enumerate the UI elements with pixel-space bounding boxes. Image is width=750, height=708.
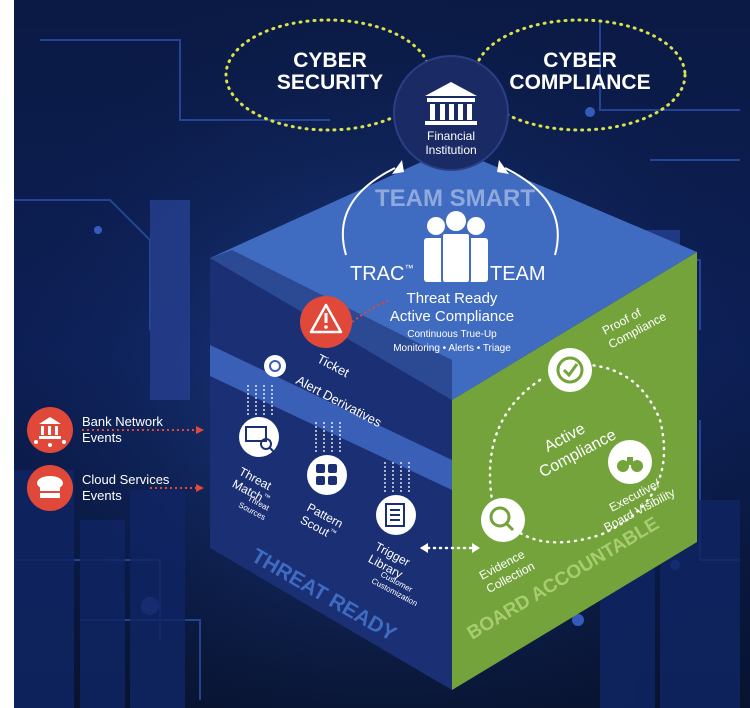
arrow-head-left [392, 160, 404, 174]
threat-match-icon [245, 426, 275, 453]
financial-institution: Financial Institution [393, 55, 509, 171]
institution-line2: Institution [425, 143, 476, 157]
bank-network-input: Bank Network Events [27, 407, 204, 453]
cyber-security-line2: SECURITY [277, 71, 383, 94]
bank-network-line2: Events [82, 430, 122, 445]
alert-derivatives-band [210, 345, 452, 490]
bank-network-arrow [196, 426, 204, 434]
ticket-connector [351, 299, 391, 323]
team-people-icon [424, 211, 488, 284]
arrow-head-right [497, 160, 509, 174]
cloud-services-input: Cloud Services Events [27, 465, 204, 511]
up-arrows [384, 462, 410, 492]
bank-network-icon [34, 417, 66, 447]
pattern-scout-icon [316, 464, 337, 485]
cyber-compliance-line1: CYBER [543, 49, 617, 72]
threat-match-tm: ™ [262, 493, 271, 502]
bank-icon [425, 82, 477, 125]
threat-ready-line2: Active Compliance [390, 308, 514, 325]
team-label: TEAM [490, 263, 546, 285]
connector-arrow-left [420, 543, 428, 553]
trac-tm: ™ [404, 263, 413, 273]
magnifier-icon [489, 506, 515, 532]
team-arrows [341, 167, 559, 256]
cyber-compliance-oval [473, 18, 687, 132]
trac-label: TRAC™ [350, 263, 413, 285]
threat-ready-line4: Monitoring • Alerts • Triage [393, 343, 511, 354]
cloud-services-line1: Cloud Services [82, 472, 170, 487]
connector-arrow-right [472, 543, 480, 553]
cloud-services-arrow [196, 484, 204, 492]
board-accountable-face [452, 252, 697, 690]
cycle-ring [488, 363, 666, 544]
trigger-library-icon [385, 503, 405, 527]
cyber-compliance-line2: COMPLIANCE [509, 71, 650, 94]
up-arrows [315, 422, 341, 452]
cloud-services-icon [37, 476, 63, 498]
threat-ready-line3: Continuous True-Up [407, 329, 497, 340]
cyber-security-line1: CYBER [293, 49, 367, 72]
proof-check-icon [556, 356, 584, 384]
threat-ready-line1: Threat Ready [407, 290, 498, 307]
team-smart-title: TEAM SMART [375, 185, 535, 212]
institution-line1: Financial [427, 129, 475, 143]
bank-network-line1: Bank Network [82, 414, 163, 429]
trac-text: TRAC [350, 263, 404, 285]
warning-icon [309, 303, 343, 334]
binoculars-icon [617, 457, 643, 472]
cloud-services-line2: Events [82, 488, 122, 503]
up-arrows [247, 385, 273, 415]
pattern-scout-tm: ™ [328, 528, 337, 537]
